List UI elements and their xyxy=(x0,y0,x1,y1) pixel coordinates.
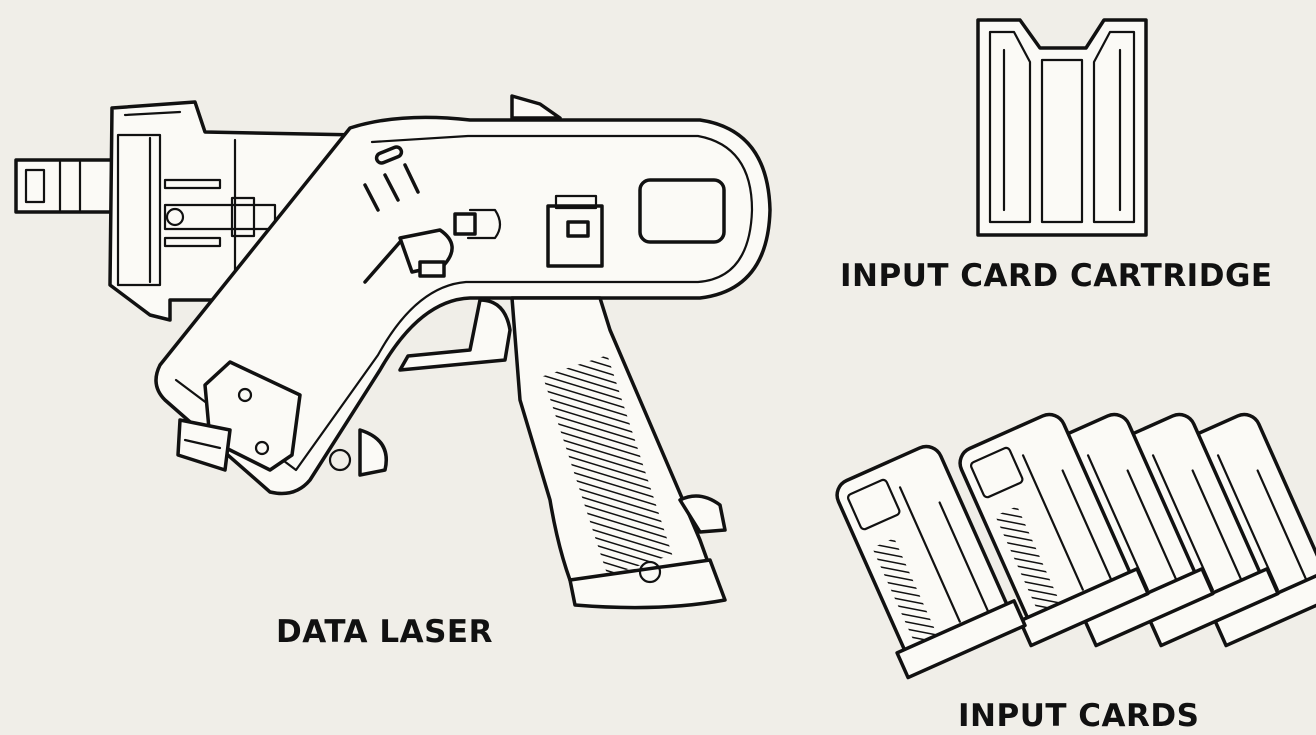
input-cards-illustration xyxy=(822,404,1316,680)
input-card-cartridge-label: INPUT CARD CARTRIDGE xyxy=(840,258,1273,294)
input-card-cartridge-illustration xyxy=(976,18,1148,237)
data-laser-label: DATA LASER xyxy=(276,614,493,650)
data-laser-illustration xyxy=(14,94,772,610)
input-cards-label: INPUT CARDS xyxy=(958,698,1200,734)
